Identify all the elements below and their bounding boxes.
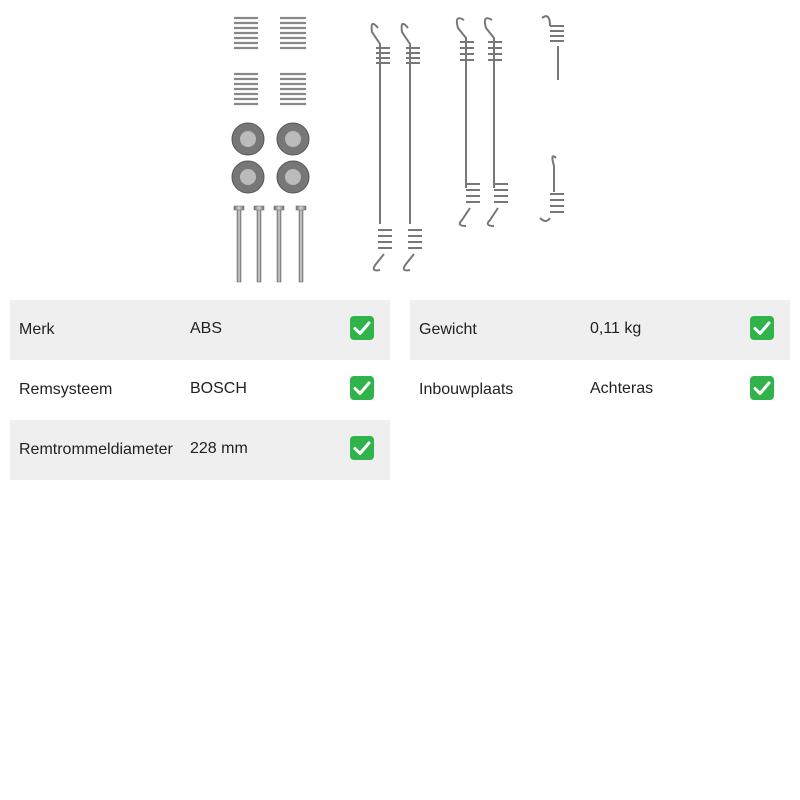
spec-row-merk: Merk ABS <box>10 300 390 360</box>
spec-label: Gewicht <box>419 321 477 338</box>
spec-value: 228 mm <box>190 440 248 457</box>
brake-accessory-kit-image <box>231 15 564 283</box>
spec-row-remsysteem: Remsysteem BOSCH <box>10 360 390 420</box>
spec-label: Merk <box>19 321 55 338</box>
spec-label: Remtrommeldiameter <box>19 441 173 458</box>
spec-label: Remsysteem <box>19 381 113 398</box>
check-icon <box>350 316 374 340</box>
product-image <box>220 8 580 288</box>
spec-value: 0,11 kg <box>590 320 642 337</box>
spec-value: BOSCH <box>190 380 247 397</box>
spec-row-inbouwplaats: Inbouwplaats Achteras <box>410 360 790 420</box>
spec-table-right: Gewicht 0,11 kg Inbouwplaats Achteras <box>410 300 790 420</box>
spec-row-gewicht: Gewicht 0,11 kg <box>410 300 790 360</box>
spec-table-left: Merk ABS Remsysteem BOSCH Remtrommeldiam… <box>10 300 390 480</box>
spec-label: Inbouwplaats <box>419 381 514 398</box>
check-icon <box>350 376 374 400</box>
check-icon <box>750 376 774 400</box>
spec-row-remtrommeldiameter: Remtrommeldiameter 228 mm <box>10 420 390 480</box>
check-icon <box>750 316 774 340</box>
spec-value: Achteras <box>590 380 654 397</box>
check-icon <box>350 436 374 460</box>
spec-value: ABS <box>190 320 223 337</box>
